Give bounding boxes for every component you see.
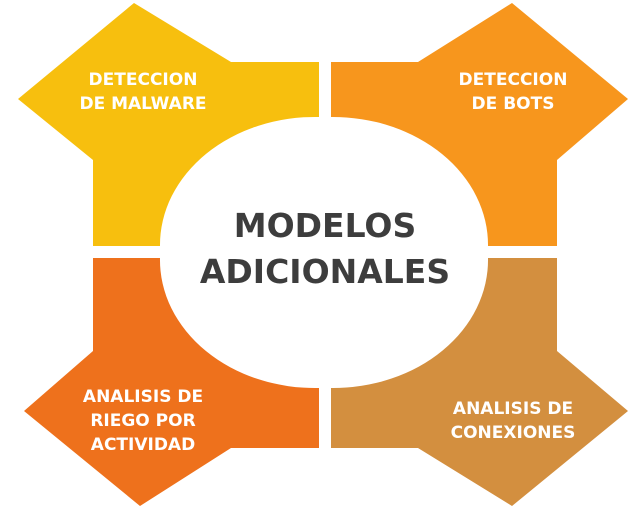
segment-conexiones-shape — [331, 258, 628, 506]
segment-malware-label-line2: DE MALWARE — [79, 94, 207, 114]
segment-riesgo-label: ANALISIS DE RIEGO POR ACTIVIDAD — [58, 385, 228, 457]
segment-malware-shape — [18, 3, 319, 246]
segment-conexiones-label-line2: CONEXIONES — [450, 423, 576, 443]
segment-riesgo-label-line2: RIEGO POR — [90, 411, 196, 431]
segment-bots-label-line2: DE BOTS — [471, 94, 555, 114]
center-title-line2: ADICIONALES — [199, 252, 451, 291]
segment-conexiones-label-line1: ANALISIS DE — [452, 399, 574, 419]
segment-bots-label-line1: DETECCION — [458, 70, 568, 90]
segment-bots-label: DETECCION DE BOTS — [428, 68, 598, 116]
segment-malware-label-line1: DETECCION — [88, 70, 198, 90]
segment-riesgo-label-line1: ANALISIS DE — [82, 387, 204, 407]
segment-riesgo-shape — [24, 258, 319, 506]
segment-riesgo-label-line3: ACTIVIDAD — [90, 435, 196, 455]
segment-malware-label: DETECCION DE MALWARE — [58, 68, 228, 116]
segment-conexiones-label: ANALISIS DE CONEXIONES — [428, 397, 598, 445]
center-title-line1: MODELOS — [233, 206, 417, 245]
segment-bots-shape — [331, 3, 628, 246]
center-title: MODELOS ADICIONALES — [175, 203, 475, 295]
